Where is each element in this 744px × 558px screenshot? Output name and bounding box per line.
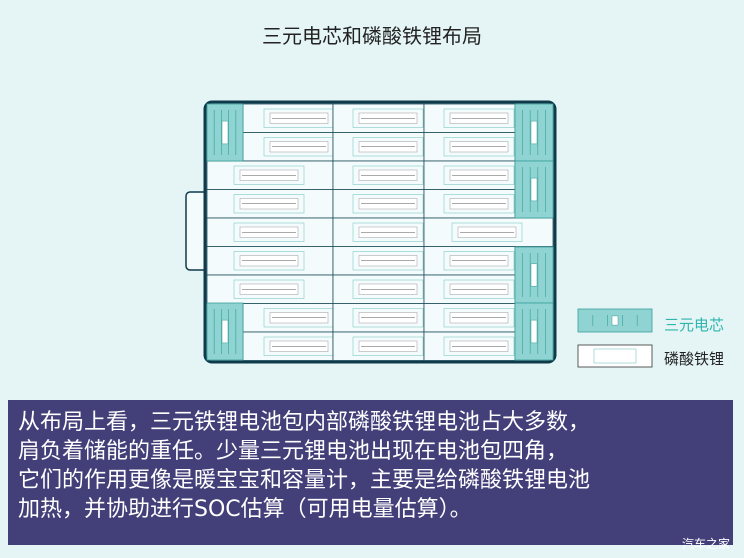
ncm-cell-core [530,319,538,344]
lfp-module [443,194,515,214]
lfp-module [352,165,424,185]
diagram-title: 三元电芯和磷酸铁锂布局 [262,24,482,48]
lfp-module [352,251,424,271]
lfp-module [352,194,424,214]
lfp-module [443,137,515,157]
lfp-module [443,165,515,185]
lfp-module [443,251,515,271]
lfp-module [443,279,515,299]
lfp-module [443,108,515,128]
lfp-module [352,108,424,128]
watermark-logo: 汽车之家 [681,537,730,551]
lfp-module [352,222,424,242]
lfp-module [233,279,305,299]
lfp-module [233,222,305,242]
caption-line: 从布局上看，三元铁锂电池包内部磷酸铁锂电池占大多数， [18,410,591,435]
lfp-module [352,308,424,328]
caption-line: 肩负着储能的重任。少量三元锂电池出现在电池包四角， [18,439,569,464]
ncm-cell-core [221,120,229,145]
legend-lfp-label: 磷酸铁锂 [664,350,725,368]
battery-pack-diagram [185,100,653,368]
ncm-cell-core [221,319,229,344]
lfp-module [443,308,515,328]
lfp-module [233,165,305,185]
caption-line: 加热，并协助进行SOC估算（可用电量估算）。 [18,497,472,522]
lfp-module [233,251,305,271]
ncm-cell-core [611,315,619,326]
ncm-cell-core [530,177,538,202]
lfp-module [451,222,523,242]
legend-ncm-label: 三元电芯 [664,316,725,334]
caption-line: 它们的作用更像是暖宝宝和容量计，主要是给磷酸铁锂电池 [18,468,591,493]
lfp-module [352,279,424,299]
lfp-module [352,336,424,356]
caption-box: 从布局上看，三元铁锂电池包内部磷酸铁锂电池占大多数， 肩负着储能的重任。少量三元… [8,400,733,545]
ncm-cell-core [530,120,538,145]
legend-lfp-module [593,348,637,364]
lfp-module [352,137,424,157]
lfp-module [233,194,305,214]
lfp-module [443,336,515,356]
ncm-cell-core [530,263,538,287]
legend-lfp-swatch [577,344,653,368]
